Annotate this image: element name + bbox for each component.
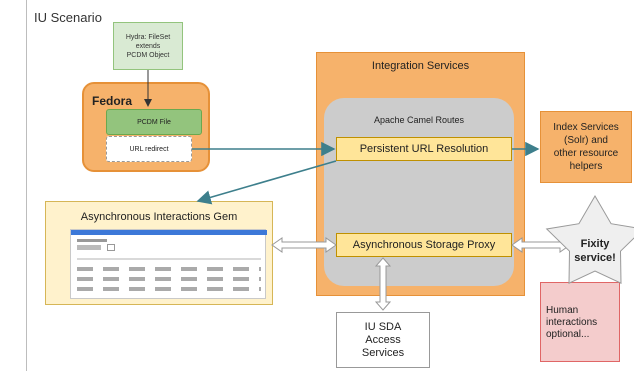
sda-line: Access (365, 333, 401, 346)
sda-line: IU SDA (364, 320, 402, 333)
hydra-note-line: PCDM Object (126, 51, 170, 59)
index-services-line: other resource (553, 148, 619, 159)
index-services-line: Index Services (553, 122, 619, 133)
persistent-url-label: Persistent URL Resolution (359, 143, 489, 155)
integration-services-title: Integration Services (316, 58, 525, 74)
fixity-label: Fixity service! (560, 233, 630, 269)
human-note-text: Human interactions optional... (546, 305, 597, 341)
left-border-line (26, 0, 27, 371)
hydra-note: Hydra: FileSet extends PCDM Object (113, 22, 183, 70)
async-gem-title: Asynchronous Interactions Gem (45, 210, 273, 224)
url-redirect-label: URL redirect (129, 145, 169, 153)
camel-routes-title: Apache Camel Routes (324, 113, 514, 127)
fixity-line: Fixity (580, 238, 610, 250)
screenshot-table-row (77, 277, 261, 281)
camel-routes-label: Apache Camel Routes (373, 115, 465, 125)
fixity-line: service! (574, 252, 616, 264)
screenshot-header-bar (71, 230, 267, 235)
sda-box: IU SDA Access Services (336, 312, 430, 368)
url-redirect-box: URL redirect (106, 136, 192, 162)
screenshot-button-block (107, 244, 115, 251)
sda-line: Services (361, 346, 405, 359)
index-services-box: Index Services (Solr) and other resource… (540, 111, 632, 183)
persistent-url-box: Persistent URL Resolution (336, 137, 512, 161)
scenario-title: IU Scenario (34, 10, 102, 25)
hydra-note-line: extends (135, 42, 161, 50)
screenshot-table-row (77, 287, 261, 291)
storage-proxy-box: Asynchronous Storage Proxy (336, 233, 512, 257)
integration-services-label: Integration Services (371, 60, 470, 72)
pcdm-file-label: PCDM File (137, 118, 171, 126)
screenshot-subtitle-block (77, 245, 101, 250)
human-note-line: optional... (546, 329, 590, 340)
index-services-line: helpers (569, 161, 603, 172)
pcdm-file-box: PCDM File (106, 109, 202, 135)
storage-proxy-label: Asynchronous Storage Proxy (352, 239, 496, 251)
async-gem-label: Asynchronous Interactions Gem (80, 211, 238, 223)
screenshot-table-row (77, 267, 261, 271)
human-note-box (540, 282, 620, 362)
human-note-line: interactions (546, 317, 598, 328)
index-services-line: (Solr) and (564, 135, 608, 146)
screenshot-table-row (77, 258, 261, 260)
human-note-line: Human (546, 305, 579, 316)
hydra-note-line: Hydra: FileSet (125, 33, 171, 41)
fedora-title: Fedora (92, 94, 133, 108)
screenshot-title-block (77, 239, 107, 242)
gem-screenshot (70, 229, 267, 299)
